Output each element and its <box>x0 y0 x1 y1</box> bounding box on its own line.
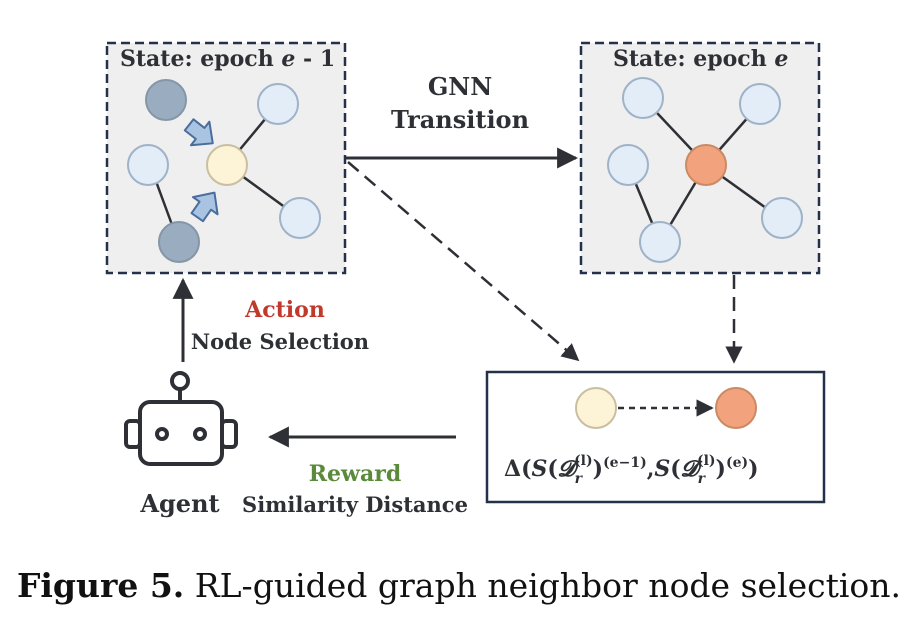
reward-node-after <box>715 387 757 429</box>
transition-line2: Transition <box>391 105 529 134</box>
figure-caption-text: RL-guided graph neighbor node selection. <box>184 566 902 605</box>
selection-arrow-icon-top <box>183 118 214 147</box>
similarity-formula: Δ(S(𝓓r(l))(e−1),S(𝓓r(l))(e)) <box>504 453 759 487</box>
reward-title: Reward <box>309 461 401 487</box>
diagram-canvas: State: epoch e - 1 State: epoch e GNN Tr… <box>105 41 826 518</box>
node-neighbor-top-right <box>257 83 299 125</box>
agent-label: Agent <box>139 489 219 518</box>
node-neighbor-bottom-right <box>279 197 321 239</box>
action-subtitle: Node Selection <box>191 329 369 354</box>
state-panel-after: State: epoch e <box>579 41 821 275</box>
selection-arrow-icon-bottom <box>190 191 219 223</box>
reward-box: Δ(S(𝓓r(l))(e−1),S(𝓓r(l))(e)) <box>485 370 826 504</box>
node-target-after <box>685 144 727 186</box>
transition-line1: GNN <box>428 72 492 101</box>
node-after-top-left <box>622 77 664 119</box>
node-after-left <box>607 144 649 186</box>
node-neighbor-gray-bottom <box>158 221 200 263</box>
node-after-bottom-right <box>761 197 803 239</box>
state-after-title: State: epoch e <box>613 46 788 72</box>
state-before-title: State: epoch e - 1 <box>120 46 335 72</box>
action-title: Action <box>244 297 325 323</box>
node-after-bottom <box>639 221 681 263</box>
state-panel-before: State: epoch e - 1 <box>105 41 347 275</box>
robot-icon <box>124 371 238 466</box>
figure-caption: Figure 5. RL-guided graph neighbor node … <box>0 566 918 605</box>
reward-node-before <box>575 387 617 429</box>
reward-subtitle: Similarity Distance <box>242 492 468 517</box>
figure-label: Figure 5. <box>16 566 185 605</box>
dashed-arrow-to-reward <box>347 161 580 362</box>
node-neighbor-gray-top <box>145 79 187 121</box>
node-after-top-right <box>739 83 781 125</box>
node-neighbor-left <box>127 144 169 186</box>
node-target-before <box>206 144 248 186</box>
